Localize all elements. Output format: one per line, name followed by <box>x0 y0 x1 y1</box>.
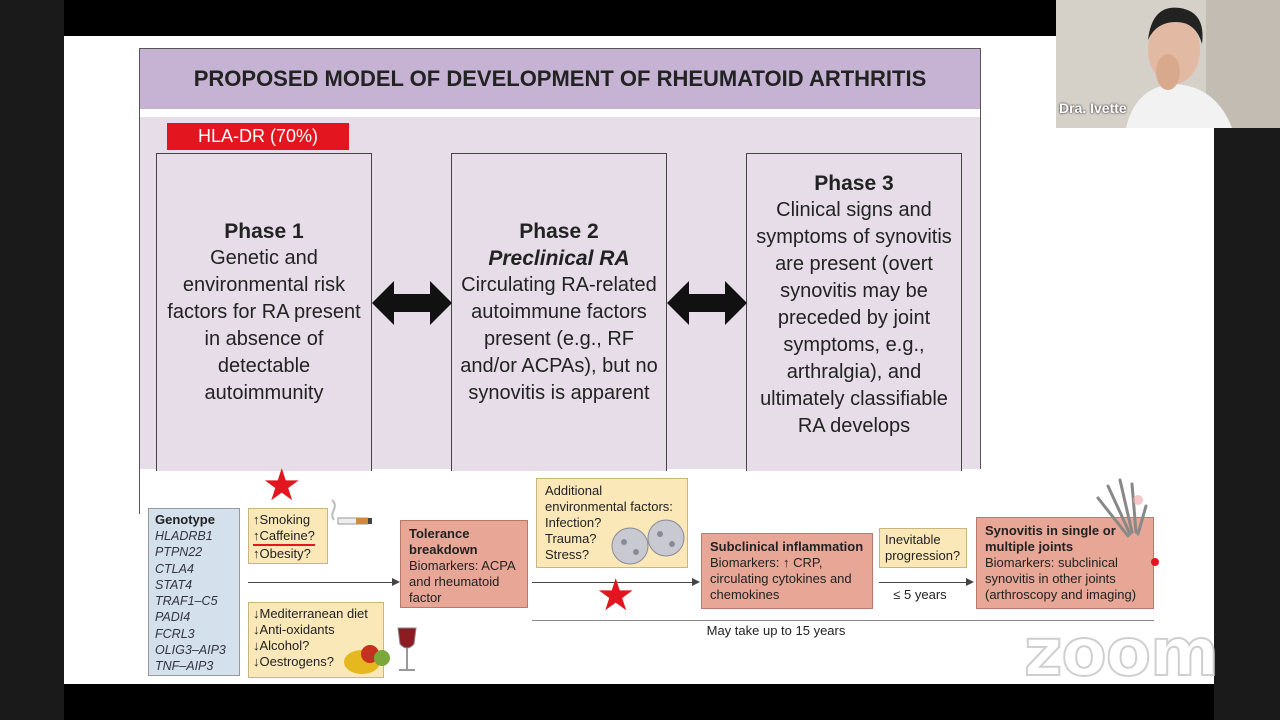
protective-item: ↓Oestrogens? <box>253 654 334 669</box>
gene-item: PADI4 <box>155 610 191 625</box>
additional-env-item: Stress? <box>545 547 590 562</box>
hand-skeleton-icon <box>1096 478 1148 538</box>
additional-env-item: Infection? <box>545 515 602 530</box>
additional-env-title: Additional environmental factors: <box>545 483 673 514</box>
protective-item: ↓Anti-oxidants <box>253 622 335 637</box>
gene-item: TNF–AIP3 <box>155 659 214 674</box>
left-letterbox <box>0 0 64 720</box>
protective-item: ↓Mediterranean diet <box>253 606 368 621</box>
timeline-label: May take up to 15 years <box>706 623 846 638</box>
gene-item: OLIG3–AIP3 <box>155 643 226 658</box>
figure-edge <box>139 468 140 514</box>
gene-item: PTPN22 <box>155 545 203 560</box>
hla-badge: HLA-DR (70%) <box>167 123 349 150</box>
virus-icon <box>611 519 685 565</box>
arrow-head <box>692 578 700 586</box>
phase-3-title: Phase 3 <box>814 172 894 195</box>
arrow-head <box>392 578 400 586</box>
gene-item: TRAF1–C5 <box>155 594 218 609</box>
participant-name: Dra. Ivette <box>1059 100 1127 116</box>
timeline-arrow <box>879 582 967 583</box>
phase-1-title: Phase 1 <box>224 220 304 243</box>
timeline-arrow <box>532 582 692 583</box>
protective-item: ↓Alcohol? <box>253 638 310 653</box>
time-label: ≤ 5 years <box>893 587 947 602</box>
star-icon: ★ <box>262 461 302 510</box>
phase-2-subtitle: Preclinical RA <box>488 247 630 270</box>
header-divider <box>140 109 980 117</box>
gene-item: STAT4 <box>155 577 193 592</box>
fruit-icon <box>344 627 417 674</box>
additional-env-item: Trauma? <box>545 531 597 546</box>
participant-image <box>1056 0 1280 128</box>
phase-1-text: Genetic and environmental risk factors f… <box>167 247 361 404</box>
shared-screen-slide: PROPOSED MODEL OF DEVELOPMENT OF RHEUMAT… <box>64 36 1214 684</box>
cigarette-icon <box>331 499 372 525</box>
timeline-bar <box>532 620 1154 621</box>
figure-header: PROPOSED MODEL OF DEVELOPMENT OF RHEUMAT… <box>140 49 980 109</box>
genotype-title: Genotype <box>155 512 215 527</box>
pointer-dot <box>1151 558 1159 566</box>
tolerance-box: Tolerance breakdown Biomarkers: ACPA and… <box>400 520 528 608</box>
risk-item: ↑Obesity? <box>253 546 311 561</box>
tolerance-title: Tolerance breakdown <box>409 526 478 557</box>
double-arrow-icon <box>667 281 747 325</box>
synovitis-title: Synovitis in single or multiple joints <box>985 523 1116 554</box>
risk-factors-up: ↑Smoking ↑Caffeine? ↑Obesity? <box>248 508 328 564</box>
gene-item: HLADRB1 <box>155 529 213 543</box>
timeline-arrow <box>248 582 394 583</box>
subclinical-title: Subclinical inflammation <box>710 539 864 554</box>
gene-item: FCRL3 <box>155 626 195 641</box>
tolerance-text: Biomarkers: ACPA and rheumatoid factor <box>409 558 515 605</box>
genotype-box: Genotype HLADRB1 PTPN22 CTLA4 STAT4 TRAF… <box>148 508 240 676</box>
synovitis-text: Biomarkers: subclinical synovitis in oth… <box>985 555 1137 602</box>
right-letterbox <box>1214 128 1280 720</box>
double-arrow-icon <box>372 281 452 325</box>
phase-2-box: Phase 2 Preclinical RA Circulating RA-re… <box>451 153 667 471</box>
risk-item: ↑Smoking <box>253 512 311 527</box>
subclinical-text: Biomarkers: ↑ CRP, circulating cytokines… <box>710 555 852 602</box>
star-icon: ★ <box>596 571 636 620</box>
phase-3-text: Clinical signs and symptoms of synovitis… <box>756 199 952 437</box>
phase-1-box: Phase 1 Genetic and environmental risk f… <box>156 153 372 471</box>
risk-item: ↑Caffeine? <box>253 528 315 546</box>
zoom-watermark: zoom <box>1023 614 1220 691</box>
slide-title: PROPOSED MODEL OF DEVELOPMENT OF RHEUMAT… <box>193 66 927 91</box>
model-figure: PROPOSED MODEL OF DEVELOPMENT OF RHEUMAT… <box>139 48 981 471</box>
gene-item: CTLA4 <box>155 561 194 576</box>
inevitable-box: Inevitable progression? <box>879 528 967 568</box>
phase-2-title: Phase 2 <box>519 220 599 243</box>
arrow-head <box>966 578 974 586</box>
phase-3-box: Phase 3 Clinical signs and symptoms of s… <box>746 153 962 471</box>
participant-video[interactable] <box>1056 0 1280 128</box>
subclinical-box: Subclinical inflammation Biomarkers: ↑ C… <box>701 533 873 609</box>
phase-2-text: Circulating RA-related autoimmune factor… <box>460 274 658 404</box>
